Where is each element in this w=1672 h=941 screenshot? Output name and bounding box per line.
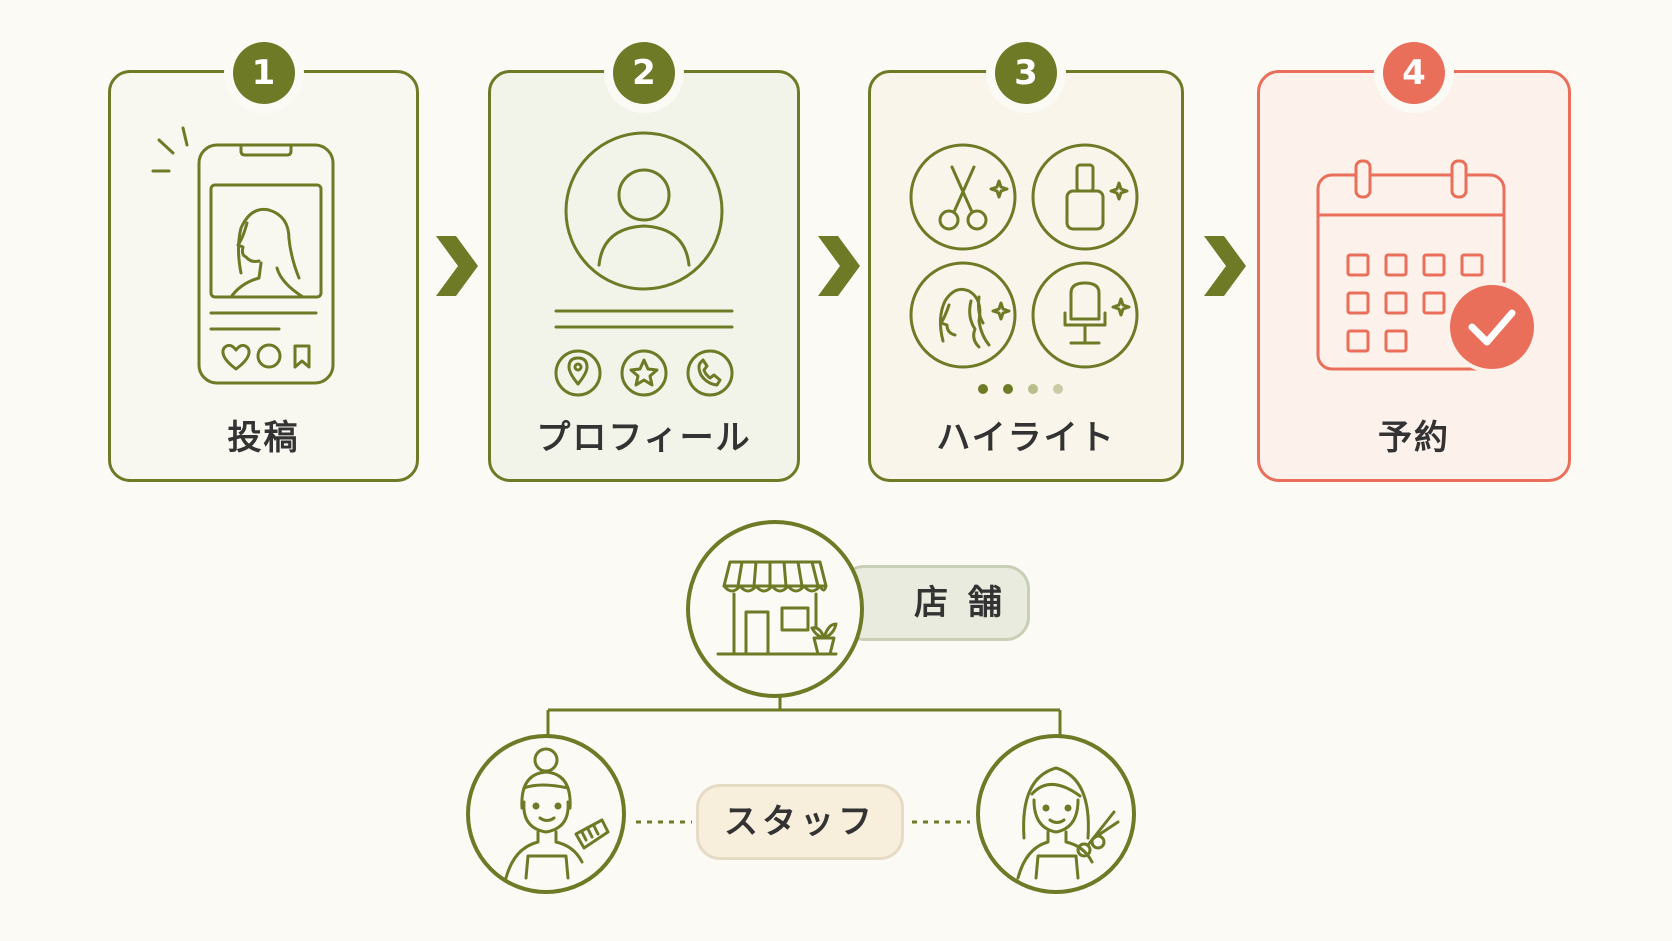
step-label: プロフィール: [536, 418, 752, 458]
step-card-highlight: 3: [868, 42, 1184, 482]
staff-label: スタッフ: [696, 784, 904, 860]
chevron-right-icon: [814, 234, 864, 298]
step-number-badge: 2: [613, 42, 675, 104]
staff-member-right: [976, 734, 1136, 894]
step-label: 投稿: [227, 418, 300, 458]
step-label: 予約: [1378, 418, 1450, 458]
step-card-post: 1 投稿: [108, 42, 419, 482]
step-number-badge: 1: [232, 42, 295, 104]
calendar-check-icon: [1316, 159, 1538, 373]
highlight-icons: [909, 143, 1139, 394]
step-number-badge: 3: [995, 42, 1057, 104]
chevron-right-icon: [432, 234, 482, 298]
profile-icon: [554, 131, 734, 397]
stylist-with-comb-icon: [504, 747, 610, 880]
smartphone-post-icon: [151, 126, 335, 385]
store-node: [686, 520, 864, 698]
step-card-profile: 2 プロフィール: [488, 42, 800, 482]
store-label: 店 舗: [840, 565, 1030, 641]
chevron-right-icon: [1200, 234, 1250, 298]
step-number-badge: 4: [1383, 42, 1445, 104]
staff-member-left: [466, 734, 626, 894]
step-label: ハイライト: [936, 418, 1116, 458]
storefront-icon: [716, 560, 838, 656]
stylist-with-scissors-icon: [1016, 766, 1120, 880]
step-card-reservation: 4 予約: [1257, 42, 1571, 482]
